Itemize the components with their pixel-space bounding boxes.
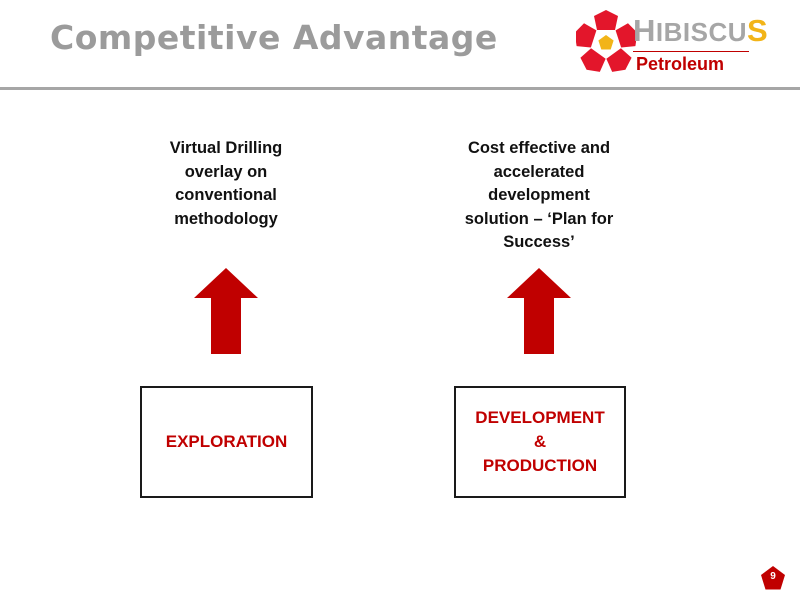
development-production-label: DEVELOPMENT & PRODUCTION [475,408,605,475]
page-number: 9 [770,571,776,582]
exploration-caption: Virtual Drilling overlay on conventional… [169,139,283,228]
logo-wordmark: HIBISCUS [633,13,769,48]
logo-wordmark-middle: IBISCU [655,17,748,47]
development-caption: Cost effective and accelerated developme… [464,139,614,251]
page-number-badge: 9 [760,565,786,591]
development-production-box: DEVELOPMENT & PRODUCTION [454,386,626,498]
hibiscus-petroleum-logo: HIBISCUS Petroleum [576,10,768,80]
logo-rule [633,51,749,52]
exploration-label: EXPLORATION [165,432,288,451]
logo-subtitle: Petroleum [636,54,725,74]
exploration-box: EXPLORATION [140,386,313,498]
up-arrow-icon [194,268,258,354]
logo-wordmark-first: H [633,13,656,48]
header-divider [0,87,800,90]
hibiscus-flower-icon [576,10,636,72]
slide-title: Competitive Advantage [50,18,498,57]
logo-wordmark-last: S [747,13,769,48]
up-arrow-icon [507,268,571,354]
pentagon-icon [761,566,785,590]
